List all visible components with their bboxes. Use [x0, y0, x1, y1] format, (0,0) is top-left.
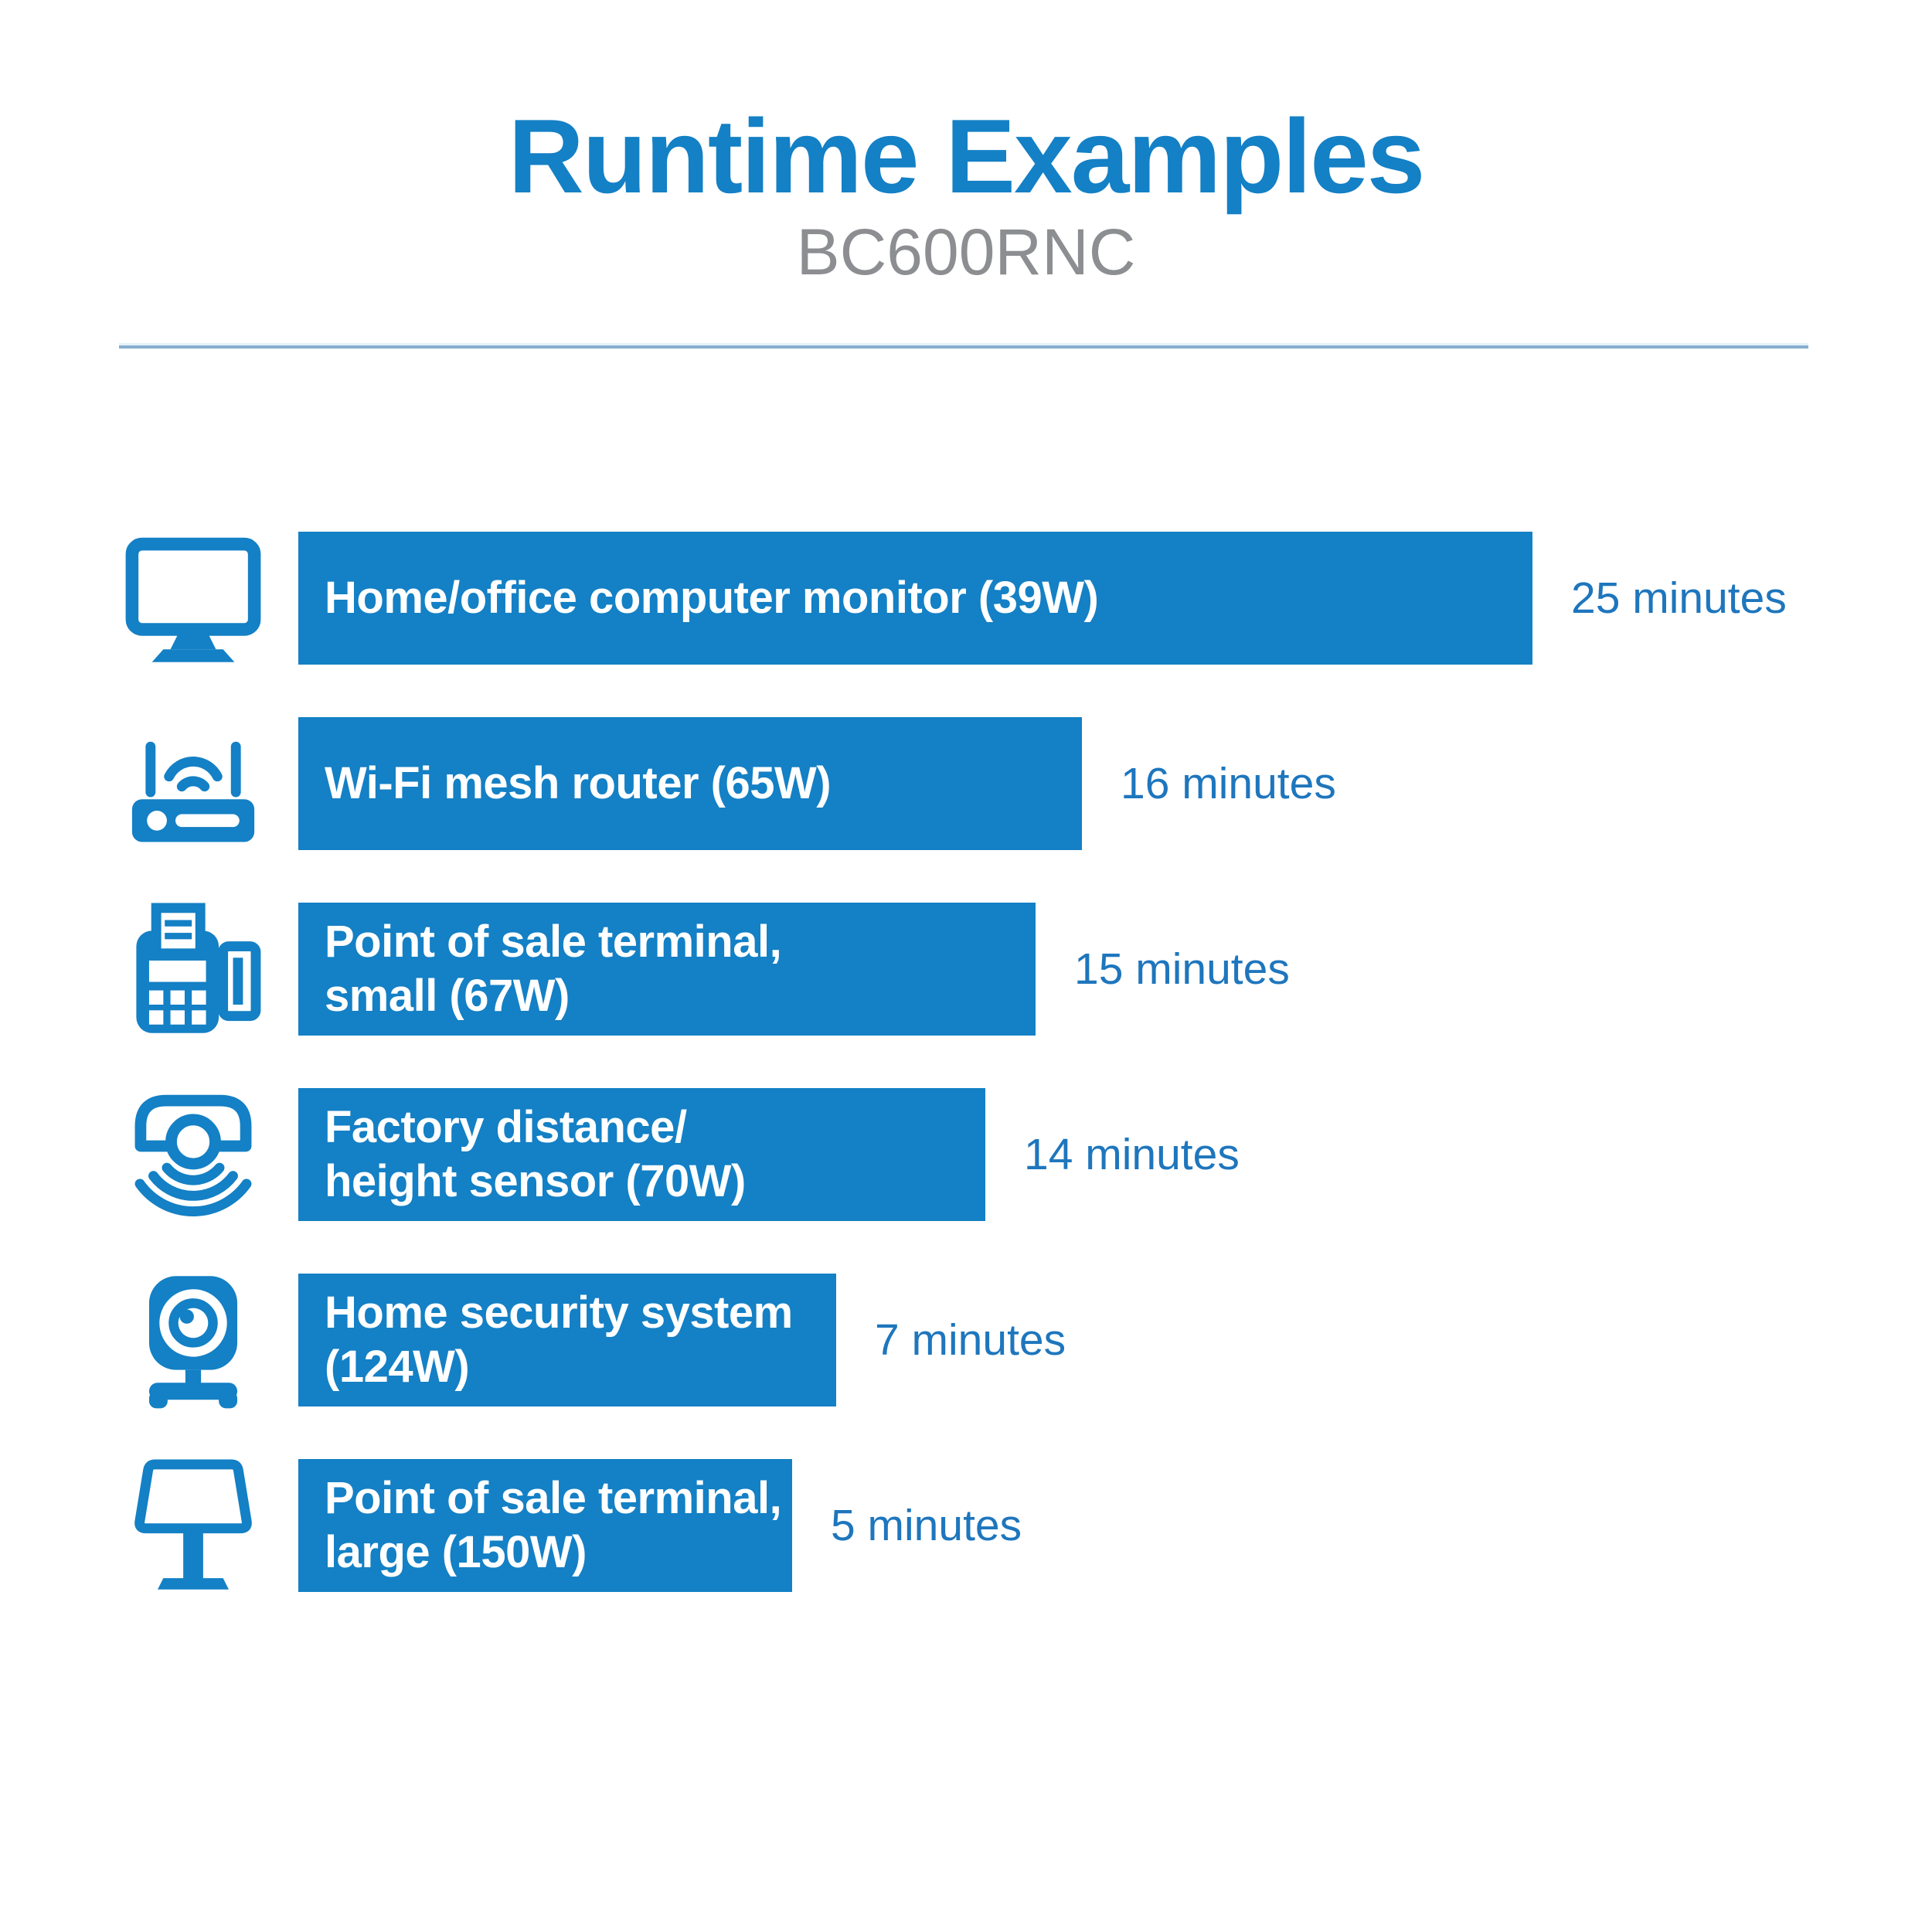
- bar-label: Point of sale terminal, small (67W): [325, 917, 782, 1021]
- pos-terminal-small-icon: [0, 898, 298, 1040]
- bar-label: Point of sale terminal, large (150W): [325, 1473, 782, 1577]
- runtime-value: 16 minutes: [1121, 759, 1336, 808]
- distance-sensor-icon: [0, 1083, 298, 1226]
- chart-row: Home security system (124W) 7 minutes: [0, 1274, 1932, 1409]
- runtime-value: 5 minutes: [831, 1501, 1022, 1550]
- runtime-value: 25 minutes: [1571, 573, 1787, 623]
- model-number: BC600RNC: [796, 215, 1136, 288]
- bar-home-security-system: Home security system (124W): [298, 1274, 836, 1406]
- bar-distance-sensor: Factory distance/ height sensor (70W): [298, 1088, 985, 1221]
- computer-monitor-icon: [0, 527, 298, 669]
- security-camera-icon: [0, 1269, 298, 1411]
- pos-terminal-large-icon: [0, 1454, 298, 1597]
- bar-label: Factory distance/ height sensor (70W): [325, 1102, 746, 1206]
- runtime-value: 14 minutes: [1024, 1130, 1240, 1179]
- bar-pos-terminal-large: Point of sale terminal, large (150W): [298, 1459, 792, 1592]
- bar-label: Home/office computer monitor (39W): [325, 573, 1099, 623]
- chart-row: Factory distance/ height sensor (70W) 14…: [0, 1088, 1932, 1221]
- page-title: Runtime Examples: [508, 97, 1426, 215]
- runtime-value: 15 minutes: [1074, 944, 1290, 994]
- bar-label: Wi-Fi mesh router (65W): [325, 758, 832, 808]
- bar-wifi-mesh-router: Wi-Fi mesh router (65W): [298, 717, 1082, 850]
- chart-row: Home/office computer monitor (39W) 25 mi…: [0, 532, 1932, 665]
- chart-row: Point of sale terminal, large (150W) 5 m…: [0, 1459, 1932, 1592]
- runtime-value: 7 minutes: [875, 1315, 1066, 1365]
- chart-row: Point of sale terminal, small (67W) 15 m…: [0, 903, 1932, 1036]
- divider: [119, 345, 1808, 349]
- header: Runtime Examples BC600RNC: [0, 0, 1932, 284]
- bar-label: Home security system (124W): [325, 1287, 793, 1392]
- runtime-bar-chart: Home/office computer monitor (39W) 25 mi…: [0, 532, 1932, 1645]
- bar-home-office-monitor: Home/office computer monitor (39W): [298, 532, 1532, 665]
- wifi-router-icon: [0, 713, 298, 855]
- chart-row: Wi-Fi mesh router (65W) 16 minutes: [0, 717, 1932, 850]
- bar-pos-terminal-small: Point of sale terminal, small (67W): [298, 903, 1036, 1036]
